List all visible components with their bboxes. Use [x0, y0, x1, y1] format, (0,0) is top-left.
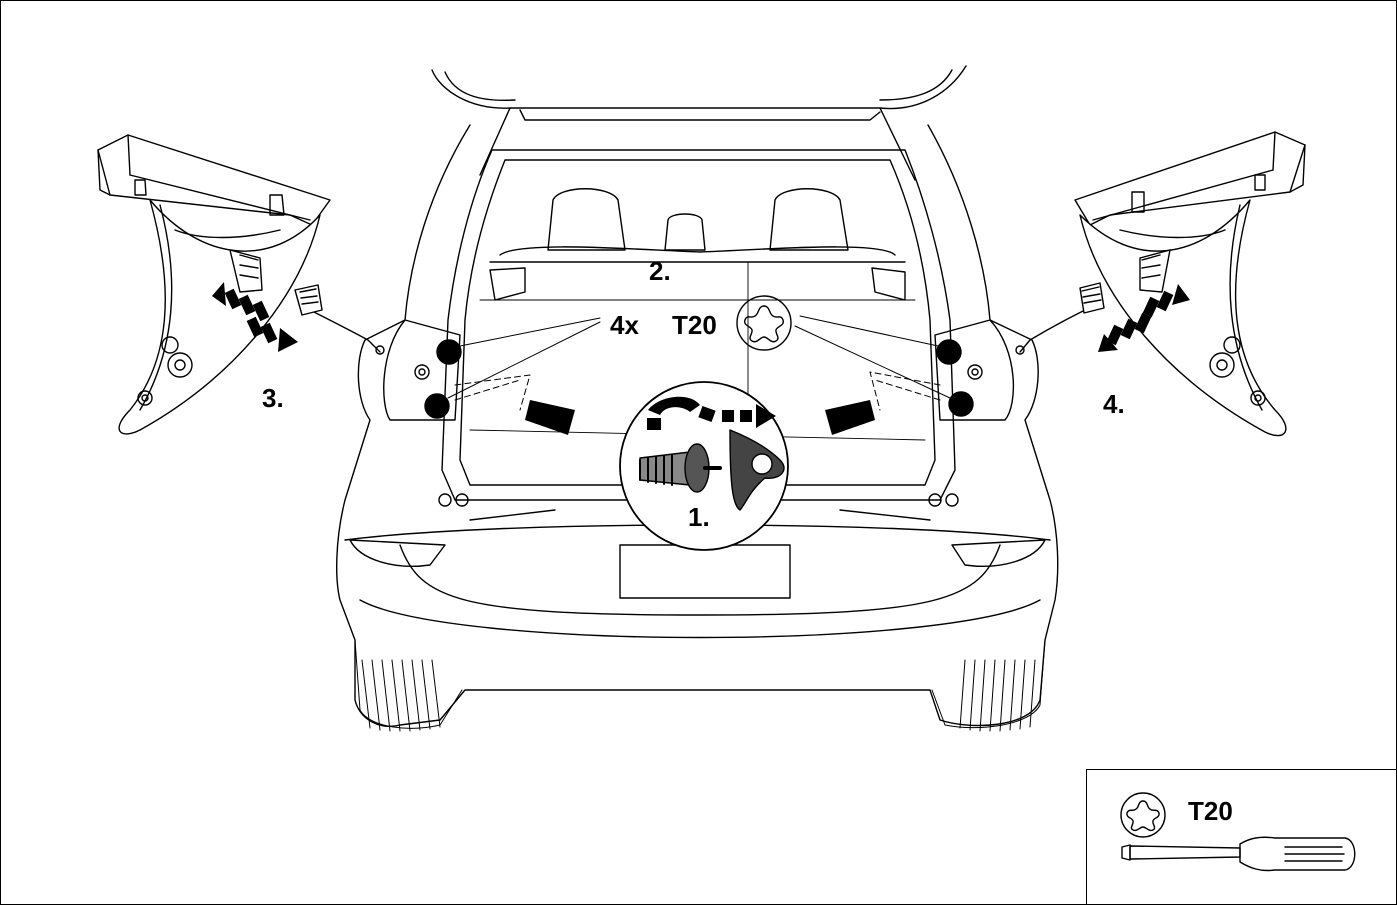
screw-point [936, 339, 962, 365]
screw-points [424, 339, 974, 419]
screw-point [424, 393, 450, 419]
step-3-label: 3. [262, 383, 284, 413]
step-2-label: 2. [649, 256, 671, 286]
right-tail-light [1015, 131, 1306, 437]
quantity-label: 4x [610, 310, 639, 340]
bit-size-label: T20 [672, 310, 717, 340]
rotate-arrow-icon [647, 396, 776, 430]
screw-point [436, 339, 462, 365]
clip-detail-magnifier [619, 381, 789, 551]
pull-arrow-icon [212, 282, 298, 352]
torx-t20-icon [1120, 792, 1166, 838]
torx-t20-icon [736, 295, 792, 351]
tool-panel [1086, 769, 1396, 905]
screw-arrows [525, 400, 875, 435]
screwdriver-icon [1121, 836, 1356, 872]
tool-panel-bit-size: T20 [1188, 796, 1233, 826]
leader-lines [447, 315, 951, 411]
step-4-label: 4. [1103, 389, 1125, 419]
car-body [336, 65, 1059, 732]
left-tail-light [97, 134, 385, 435]
step-1-label: 1. [688, 502, 710, 532]
screw-point [948, 391, 974, 417]
pull-arrow-icon [1098, 284, 1190, 352]
clip-icon [639, 429, 785, 511]
